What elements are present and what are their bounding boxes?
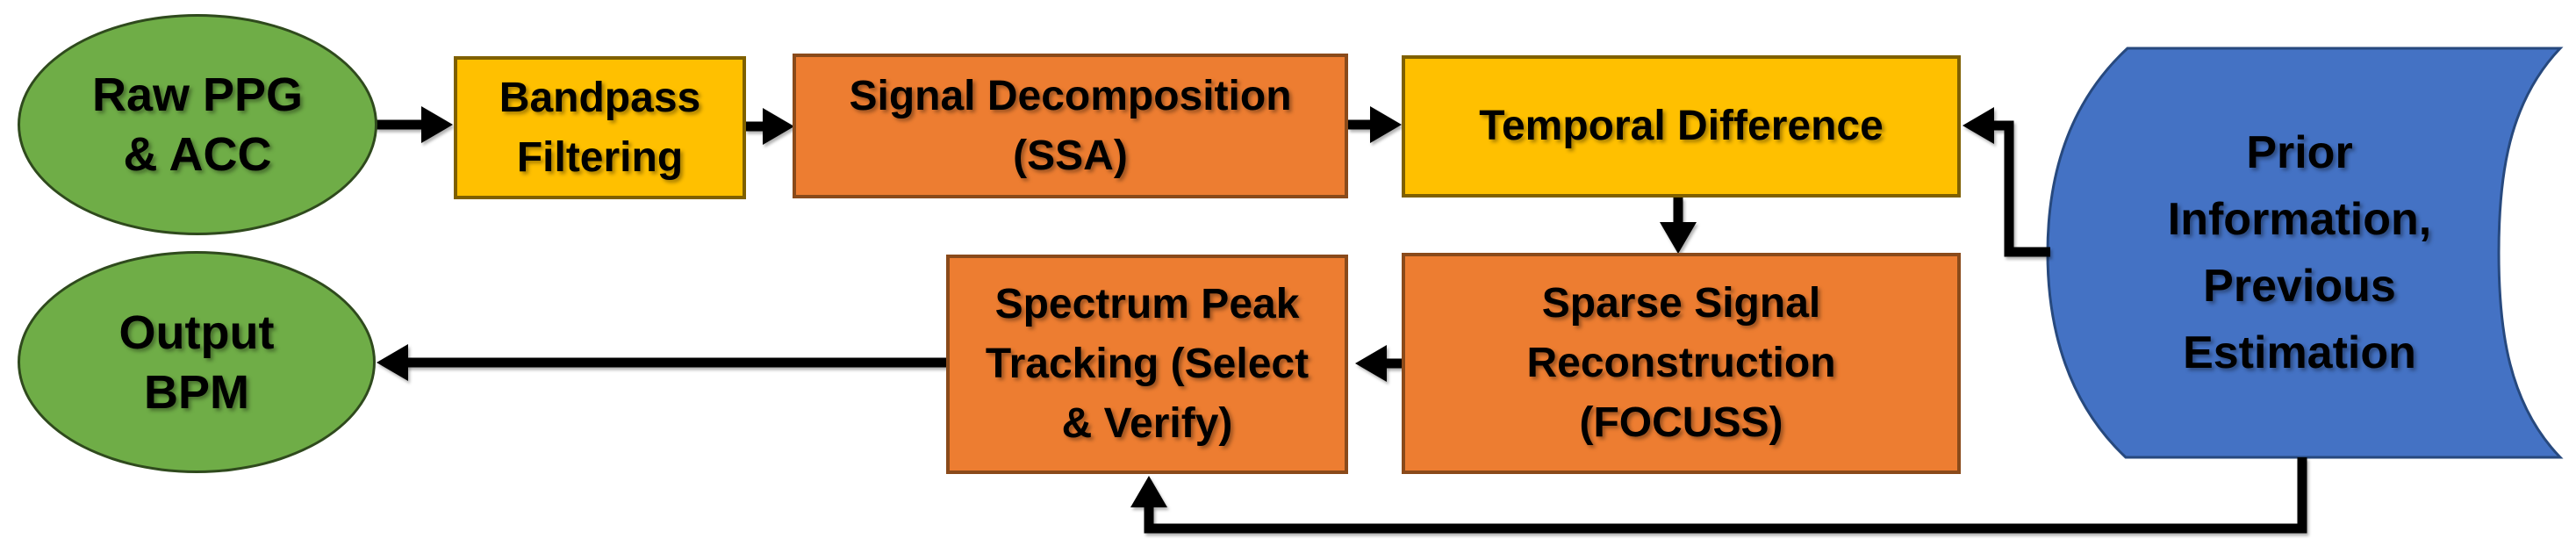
node-signal-decomposition-ssa-label: Signal Decomposition (SSA) <box>849 72 1292 179</box>
node-spectrum-peak-tracking-label: Spectrum Peak Tracking (Select & Verify) <box>985 281 1310 447</box>
node-sparse-signal-reconstruction-label: Sparse Signal Reconstruction (FOCUSS) <box>1526 280 1836 446</box>
node-bandpass-filtering-label: Bandpass Filtering <box>499 74 701 181</box>
node-output-bpm-label: Output BPM <box>118 305 275 419</box>
arrow-temporal-to-sparse-head <box>1660 222 1697 254</box>
arrow-spectrum-to-output-head <box>377 344 408 381</box>
node-raw-ppg-acc: Raw PPG & ACC <box>18 14 377 235</box>
node-signal-decomposition-ssa: Signal Decomposition (SSA) <box>793 54 1348 198</box>
node-prior-information-label: Prior Information, Previous Estimation <box>2167 127 2432 378</box>
node-prior-information: Prior Information, Previous Estimation <box>2102 119 2497 386</box>
arrow-bandpass-to-ssa-head <box>763 108 794 145</box>
arrow-prior-to-spectrum-line <box>1144 457 2307 534</box>
node-temporal-difference-label: Temporal Difference <box>1479 103 1884 149</box>
arrow-raw-to-bandpass-head <box>421 106 453 143</box>
arrow-sparse-to-spectrum-head <box>1355 345 1387 382</box>
node-temporal-difference: Temporal Difference <box>1402 55 1961 198</box>
arrow-prior-to-spectrum-head <box>1130 476 1167 507</box>
arrow-prior-to-temporal-head <box>1962 107 1994 144</box>
node-bandpass-filtering: Bandpass Filtering <box>454 56 746 199</box>
arrow-ssa-to-temporal-head <box>1370 106 1402 143</box>
node-raw-ppg-acc-label: Raw PPG & ACC <box>91 68 304 181</box>
node-spectrum-peak-tracking: Spectrum Peak Tracking (Select & Verify) <box>946 255 1348 474</box>
prior-node-shape <box>2046 47 2564 459</box>
arrow-prior-to-temporal-line <box>1994 120 2050 257</box>
node-sparse-signal-reconstruction: Sparse Signal Reconstruction (FOCUSS) <box>1402 253 1961 474</box>
node-output-bpm: Output BPM <box>18 251 376 473</box>
